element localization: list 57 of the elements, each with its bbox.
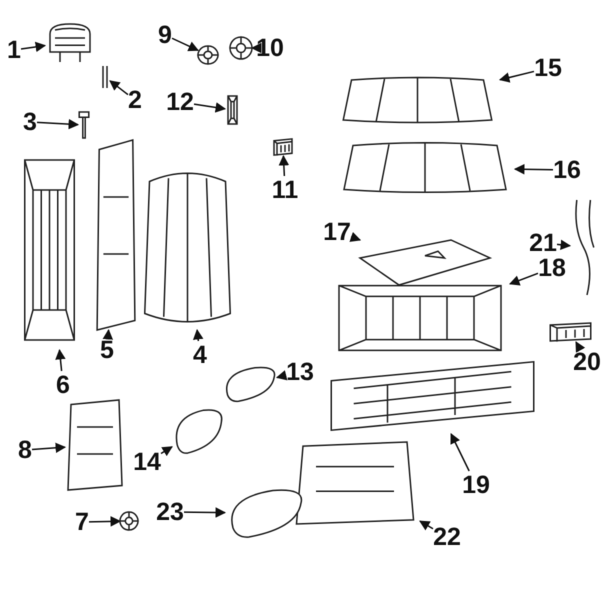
leader-line: [250, 42, 262, 54]
leader-line: [575, 341, 586, 353]
callout-number: 11: [272, 176, 298, 204]
leader-line: [349, 232, 362, 242]
callout-number: 6: [56, 371, 70, 399]
seat-pan-drawing: [360, 240, 490, 285]
callout-number: 8: [18, 436, 32, 464]
callout-number: 9: [158, 21, 172, 49]
callout-number: 4: [193, 341, 207, 369]
leader-line: [192, 328, 204, 342]
guide-post-drawing: [100, 66, 110, 88]
callout-number: 15: [534, 54, 562, 82]
handle-drawing: [225, 96, 240, 124]
leader-line: [509, 272, 538, 286]
leader-line: [184, 507, 226, 518]
callout-number: 18: [538, 254, 566, 282]
button-drawing: [273, 138, 293, 156]
leader-line: [498, 70, 534, 83]
leader-line: [109, 80, 128, 96]
leader-line: [172, 38, 199, 52]
callout-number: 2: [128, 86, 142, 114]
leader-line: [556, 240, 572, 250]
back-panel-drawing: [95, 140, 137, 330]
leader-line: [450, 433, 470, 472]
callout-number: 16: [553, 156, 581, 184]
knob-drawing: [198, 46, 218, 64]
callout-number: 12: [166, 88, 194, 116]
leader-line: [55, 348, 66, 372]
leader-line: [20, 42, 46, 52]
callout-number: 5: [100, 336, 114, 364]
callout-number: 13: [286, 358, 314, 386]
cap-drawing: [120, 512, 138, 530]
bolt-drawing: [78, 112, 90, 138]
callout-number: 17: [323, 218, 351, 246]
leader-line: [88, 516, 122, 527]
callout-number: 22: [433, 523, 461, 551]
callout-number: 21: [529, 229, 557, 257]
ring-drawing: [230, 37, 252, 59]
leader-line: [160, 446, 173, 456]
callout-number: 7: [75, 508, 89, 536]
callout-number: 14: [133, 448, 161, 476]
switch-drawing: [548, 322, 593, 342]
side-shield-drawing: [65, 400, 125, 490]
leader-line: [36, 118, 80, 130]
leader-line: [32, 442, 66, 454]
leader-line: [278, 154, 290, 176]
callout-number: 20: [573, 348, 601, 376]
leader-line: [514, 164, 554, 174]
leader-line: [419, 520, 434, 530]
callout-number: 1: [7, 36, 21, 64]
callout-number: 10: [256, 34, 284, 62]
callout-number: 3: [23, 108, 37, 136]
leader-line: [194, 102, 226, 113]
leader-line: [102, 328, 114, 340]
callout-number: 19: [462, 471, 490, 499]
leader-line: [276, 370, 288, 380]
callout-number: 23: [156, 498, 184, 526]
